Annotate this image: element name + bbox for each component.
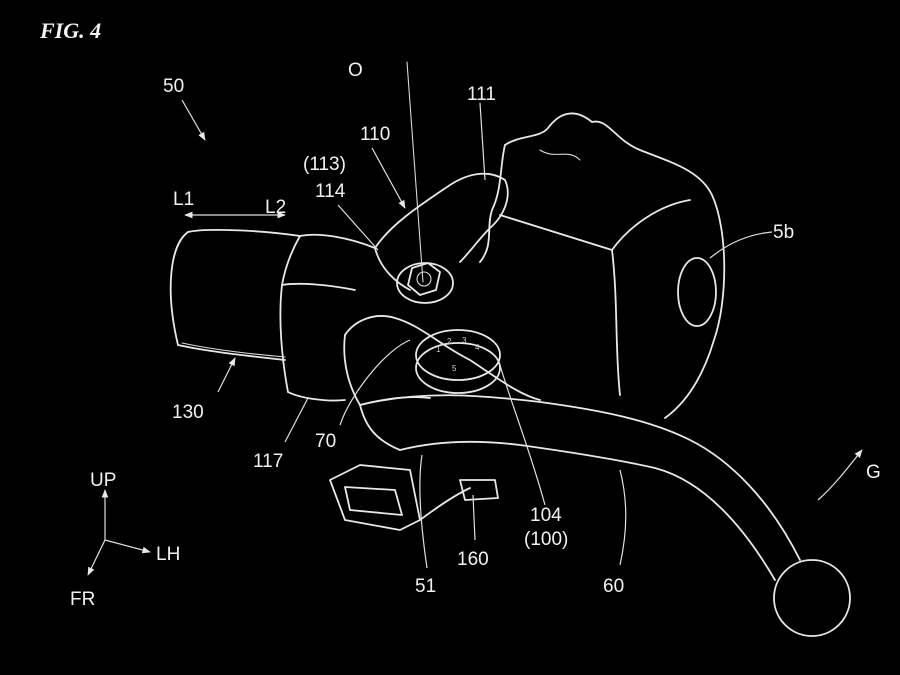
leader-lines — [181, 99, 863, 569]
connector-160 — [329, 464, 499, 531]
svg-text:3: 3 — [462, 336, 467, 345]
lever-ball-end — [773, 559, 851, 637]
label-up: UP — [90, 470, 116, 491]
axis-line-o — [406, 61, 424, 283]
label-114: 114 — [315, 181, 346, 202]
label-5b: 5b — [773, 222, 794, 243]
label-fr: FR — [70, 589, 95, 610]
label-o: O — [348, 60, 363, 81]
label-110: 110 — [360, 124, 390, 145]
label-160: 160 — [457, 549, 489, 570]
label-111: 111 — [467, 84, 496, 105]
direction-indicator — [87, 489, 151, 576]
label-51: 51 — [415, 576, 436, 597]
label-130: 130 — [172, 402, 204, 423]
label-117: 117 — [253, 451, 283, 472]
label-70: 70 — [315, 431, 336, 452]
housing-5b — [479, 112, 726, 419]
label-113: (113) — [303, 154, 346, 175]
label-g: G — [866, 462, 881, 483]
svg-text:2: 2 — [447, 337, 452, 346]
svg-text:5: 5 — [452, 364, 457, 373]
label-l1: L1 — [173, 189, 194, 210]
label-60: 60 — [603, 576, 624, 597]
lever-60 — [359, 394, 801, 581]
adjuster-dial-104: 1 2 3 4 5 — [415, 329, 501, 394]
label-104: 104 — [530, 505, 562, 526]
label-l2: L2 — [265, 197, 286, 218]
label-50: 50 — [163, 76, 184, 97]
label-100: (100) — [524, 529, 568, 550]
switch-housing — [169, 229, 376, 402]
figure-title: FIG. 4 — [39, 18, 101, 43]
clamp-110 — [374, 172, 509, 304]
label-lh: LH — [156, 544, 180, 565]
svg-text:1: 1 — [436, 345, 441, 354]
svg-text:4: 4 — [475, 343, 480, 352]
